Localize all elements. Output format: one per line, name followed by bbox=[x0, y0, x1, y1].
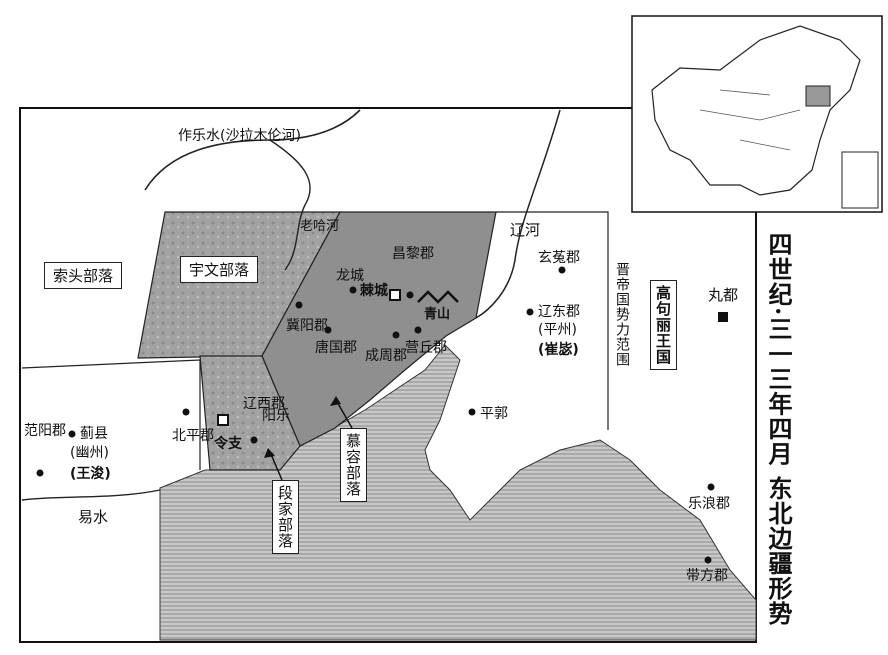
wandu-marker bbox=[718, 312, 728, 322]
suotou-tribe-label: 索头部落 bbox=[44, 262, 123, 289]
place-cuibi: (崔毖) bbox=[538, 341, 579, 358]
place-fanyang: 范阳郡 bbox=[24, 422, 66, 439]
murong-arrowhead bbox=[330, 396, 341, 406]
lingzhi-marker bbox=[217, 414, 229, 426]
place-youzhou: (幽州) bbox=[70, 445, 109, 461]
place-wangjun: (王浚) bbox=[70, 465, 111, 482]
murong-tribe-label: 慕容部落 bbox=[340, 428, 367, 502]
laoha-river-label: 老哈河 bbox=[300, 219, 339, 234]
goguryeo-label: 高句丽王国 bbox=[650, 280, 677, 370]
place-liaodong: 辽东郡 bbox=[538, 304, 580, 320]
place-pingguo: 平郭 bbox=[480, 405, 508, 422]
place-longcheng: 龙城 bbox=[336, 268, 364, 284]
place-yangle: 阳乐 bbox=[262, 408, 290, 424]
place-lingzhi: 令支 bbox=[213, 435, 243, 452]
duanjia-region bbox=[199, 355, 301, 471]
place-lelang: 乐浪郡 bbox=[688, 496, 730, 512]
yi-river-label: 易水 bbox=[78, 508, 108, 526]
laoha-river bbox=[269, 139, 311, 271]
yi-river bbox=[21, 489, 161, 501]
jin-boundary bbox=[21, 211, 609, 470]
place-liaoxi: 辽西郡 bbox=[243, 396, 285, 412]
place-changli: 昌黎郡 bbox=[392, 246, 434, 262]
place-tangguo: 唐国郡 bbox=[315, 339, 357, 356]
place-pingzhou: (平州) bbox=[538, 322, 577, 338]
duanjia-arrowhead bbox=[264, 448, 275, 458]
duanjia-arrow bbox=[269, 451, 283, 481]
place-daifang: 带方郡 bbox=[686, 568, 728, 584]
place-jiyang: 冀阳郡 bbox=[286, 318, 328, 334]
place-qingshan: 青山 bbox=[424, 306, 450, 322]
map-title: 四世纪·三一三年四月 东北边疆形势 bbox=[764, 232, 793, 626]
liao-river bbox=[475, 109, 561, 319]
place-jicheng: 棘城 bbox=[360, 282, 388, 299]
inset-south-sea-box bbox=[841, 151, 879, 209]
zuole-river-label: 作乐水(沙拉木伦河) bbox=[178, 128, 301, 144]
duanjia-tribe-label: 段家部落 bbox=[272, 480, 299, 554]
qingshan-mountain-icon bbox=[417, 290, 459, 304]
inset-china-outline bbox=[651, 25, 861, 196]
inset-province-lines bbox=[699, 89, 801, 151]
inset-highlight bbox=[805, 85, 831, 107]
yuwen-tribe-label: 宇文部落 bbox=[180, 256, 259, 283]
place-chengzhou: 成周郡 bbox=[365, 348, 407, 364]
place-jixian: 蓟县 bbox=[80, 426, 108, 442]
place-yingqiu: 营丘郡 bbox=[405, 340, 447, 356]
zuole-river bbox=[144, 109, 361, 191]
jin-sphere-label: 晋帝国势力范围 bbox=[614, 262, 630, 367]
place-wandu: 丸都 bbox=[708, 286, 738, 304]
jicheng-marker bbox=[389, 289, 401, 301]
murong-arrow bbox=[335, 399, 353, 429]
place-xuantu: 玄菟郡 bbox=[538, 249, 580, 266]
liao-river-label: 辽河 bbox=[510, 221, 540, 239]
place-dots bbox=[36, 266, 715, 564]
place-beiping: 北平郡 bbox=[172, 428, 214, 444]
